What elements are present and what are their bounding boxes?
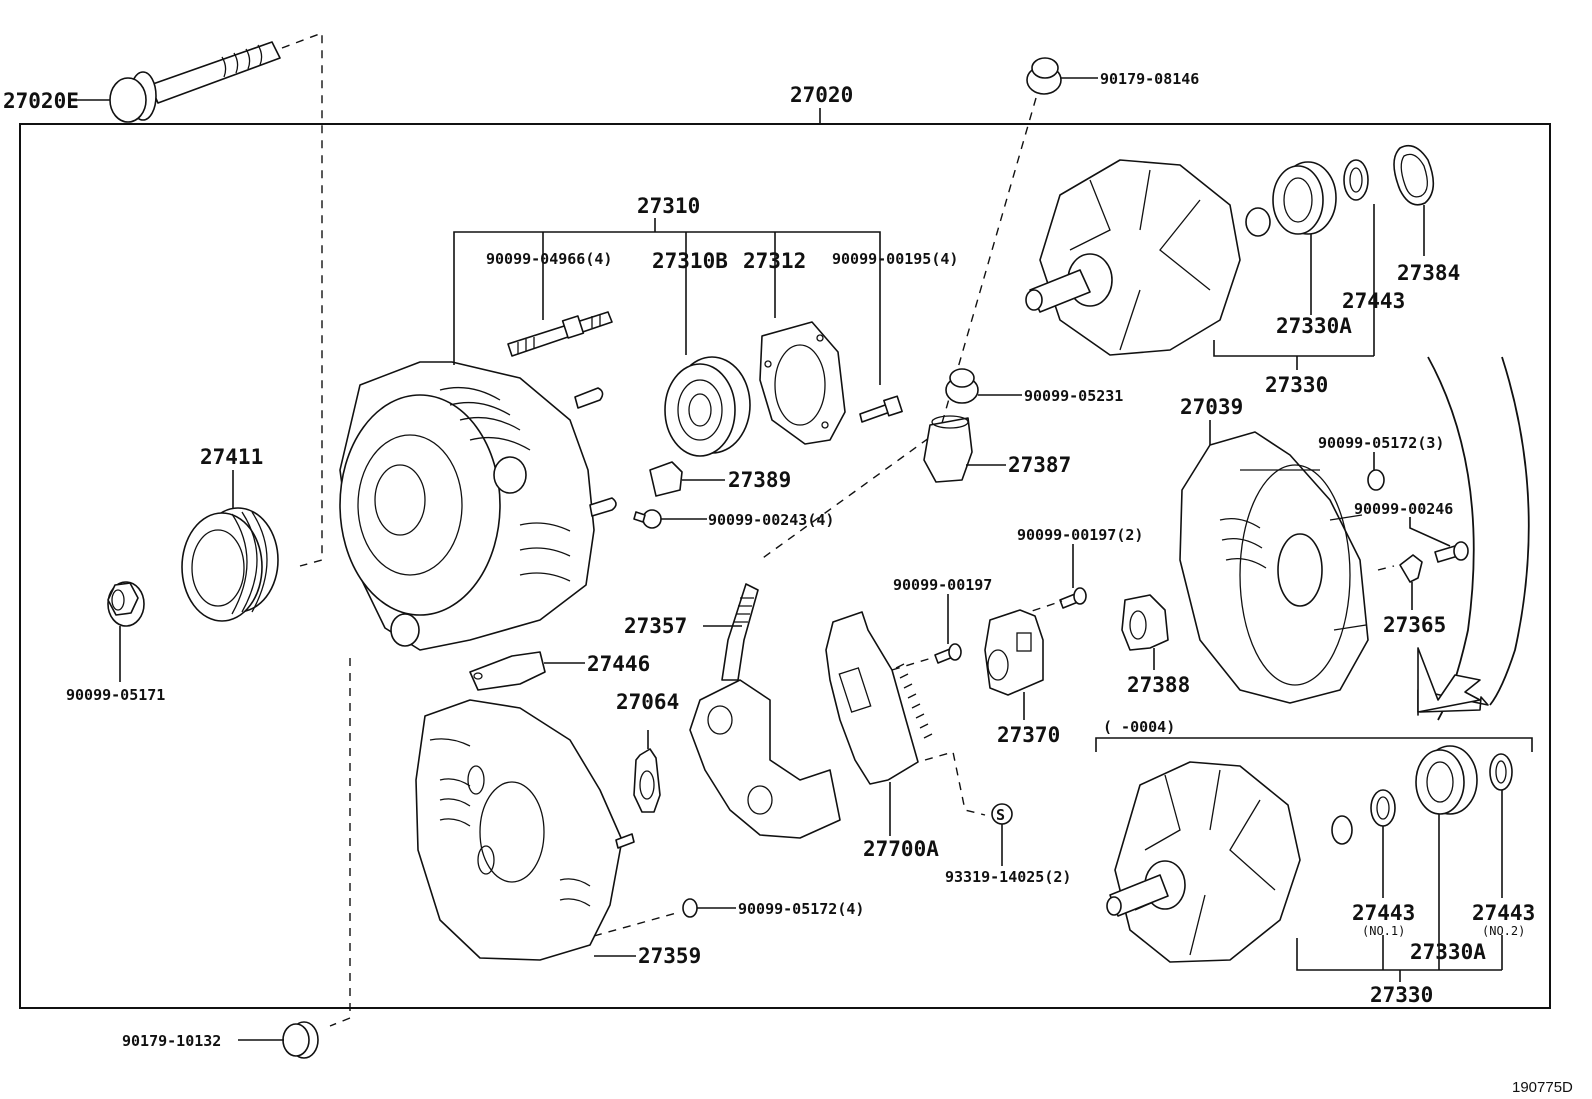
label-93319-14025[interactable]: 93319-14025(2) — [945, 868, 1071, 886]
screw-93319-14025[interactable]: S — [991, 803, 1013, 825]
label-90179-08146[interactable]: 90179-08146 — [1100, 70, 1199, 88]
label-27312[interactable]: 27312 — [743, 249, 806, 273]
label-90099-04966[interactable]: 90099-04966(4) — [486, 250, 612, 268]
nut-90099-05172-3[interactable] — [1367, 469, 1385, 491]
screw-90099-00195[interactable] — [859, 395, 903, 423]
label-27370[interactable]: 27370 — [997, 723, 1060, 747]
brush-holder-27370[interactable] — [984, 609, 1044, 696]
label-variant-range: ( -0004) — [1103, 718, 1175, 736]
washer-27443-no1[interactable] — [1370, 789, 1396, 827]
label-27365[interactable]: 27365 — [1383, 613, 1446, 637]
label-90099-00243[interactable]: 90099-00243(4) — [708, 511, 834, 529]
cap-nut-90179-08146[interactable] — [1026, 57, 1062, 95]
label-27330a-lower[interactable]: 27330A — [1410, 940, 1486, 964]
insulator-27389[interactable] — [649, 461, 683, 497]
label-27310b[interactable]: 27310B — [652, 249, 728, 273]
label-90099-05231[interactable]: 90099-05231 — [1024, 387, 1123, 405]
label-27443-no1[interactable]: 27443 — [1352, 901, 1415, 925]
drive-end-housing[interactable] — [339, 361, 617, 651]
label-27020e[interactable]: 27020E — [3, 89, 79, 113]
label-27389[interactable]: 27389 — [728, 468, 791, 492]
label-27387[interactable]: 27387 — [1008, 453, 1071, 477]
terminal-27365[interactable] — [1399, 554, 1423, 583]
label-90099-00197[interactable]: 90099-00197 — [893, 576, 992, 594]
label-27443-no2[interactable]: 27443 — [1472, 901, 1535, 925]
label-27411[interactable]: 27411 — [200, 445, 263, 469]
label-27384[interactable]: 27384 — [1397, 261, 1460, 285]
path-93319-14025 — [924, 751, 986, 816]
screw-90099-00197[interactable] — [934, 643, 962, 664]
path-90099-05172-4 — [593, 911, 681, 937]
screw-90099-00197-2[interactable] — [1059, 587, 1087, 609]
bearing-27330a-upper[interactable] — [1272, 161, 1337, 235]
nut-90099-05171[interactable] — [107, 581, 145, 627]
label-27330a-upper[interactable]: 27330A — [1276, 314, 1352, 338]
label-90099-00246[interactable]: 90099-00246 — [1354, 500, 1453, 518]
seal-27384[interactable] — [1393, 144, 1435, 206]
label-27039[interactable]: 27039 — [1180, 395, 1243, 419]
label-27310[interactable]: 27310 — [637, 194, 700, 218]
path-27365 — [1377, 565, 1395, 571]
label-27357[interactable]: 27357 — [624, 614, 687, 638]
rotor-27330-upper[interactable] — [1025, 159, 1271, 356]
label-27443-upper[interactable]: 27443 — [1342, 289, 1405, 313]
leader-90099-00246 — [1409, 517, 1451, 547]
bracket-27330-lower — [1296, 938, 1502, 971]
stud-90099-04966[interactable] — [507, 311, 613, 357]
reference-code: 190775D — [1512, 1079, 1573, 1096]
screw-90099-00246[interactable] — [1434, 541, 1469, 563]
bolt-path-90179-10132 — [329, 658, 351, 1027]
assembly-frame — [19, 123, 1551, 1009]
washer-27064[interactable] — [633, 748, 661, 813]
bracket-27330-upper — [1213, 340, 1374, 357]
label-27064[interactable]: 27064 — [616, 690, 679, 714]
rear-housing-27039[interactable] — [1179, 431, 1369, 704]
nut-90099-05172-4[interactable] — [682, 898, 698, 918]
bolt-27020e[interactable] — [109, 41, 281, 123]
pulley-27411[interactable] — [181, 507, 279, 622]
assembly-direction-arrow-icon — [1417, 356, 1530, 721]
retainer-plate-27312[interactable] — [759, 321, 846, 445]
label-27700a[interactable]: 27700A — [863, 837, 939, 861]
label-90179-10132[interactable]: 90179-10132 — [122, 1032, 221, 1050]
washer-27443-no2[interactable] — [1489, 753, 1513, 791]
rear-end-frame-27359[interactable] — [415, 699, 635, 961]
bearing-27330a-lower[interactable] — [1415, 745, 1478, 815]
label-90099-05171[interactable]: 90099-05171 — [66, 686, 165, 704]
bracket-variant — [1095, 737, 1533, 752]
cover-27388[interactable] — [1121, 594, 1169, 651]
label-27443-no2-note: (NO.2) — [1482, 924, 1525, 938]
label-27443-no1-note: (NO.1) — [1362, 924, 1405, 938]
label-27359[interactable]: 27359 — [638, 944, 701, 968]
s-symbol: S — [996, 806, 1005, 824]
label-90099-00197-2[interactable]: 90099-00197(2) — [1017, 526, 1143, 544]
label-27330-upper[interactable]: 27330 — [1265, 373, 1328, 397]
cap-90099-05231[interactable] — [945, 368, 979, 404]
washer-27443-upper[interactable] — [1343, 159, 1369, 201]
bolt-path-27020e — [281, 31, 323, 567]
label-27446[interactable]: 27446 — [587, 652, 650, 676]
label-27020[interactable]: 27020 — [790, 83, 853, 107]
terminal-insulator-27387[interactable] — [923, 415, 973, 483]
nut-90179-10132[interactable] — [282, 1021, 319, 1059]
label-27330-lower[interactable]: 27330 — [1370, 983, 1433, 1007]
label-90099-05172-4[interactable]: 90099-05172(4) — [738, 900, 864, 918]
label-27388[interactable]: 27388 — [1127, 673, 1190, 697]
label-90099-00195[interactable]: 90099-00195(4) — [832, 250, 958, 268]
label-90099-05172-3[interactable]: 90099-05172(3) — [1318, 434, 1444, 452]
voltage-regulator-27700a[interactable] — [825, 611, 933, 785]
rotor-27330-lower[interactable] — [1106, 761, 1353, 963]
bracket-27310 — [453, 231, 881, 385]
screw-90099-00243[interactable] — [633, 509, 662, 529]
insulator-27446[interactable] — [469, 651, 546, 691]
bearing-27310b[interactable] — [664, 356, 751, 457]
rectifier-holder-27357[interactable] — [689, 583, 841, 839]
